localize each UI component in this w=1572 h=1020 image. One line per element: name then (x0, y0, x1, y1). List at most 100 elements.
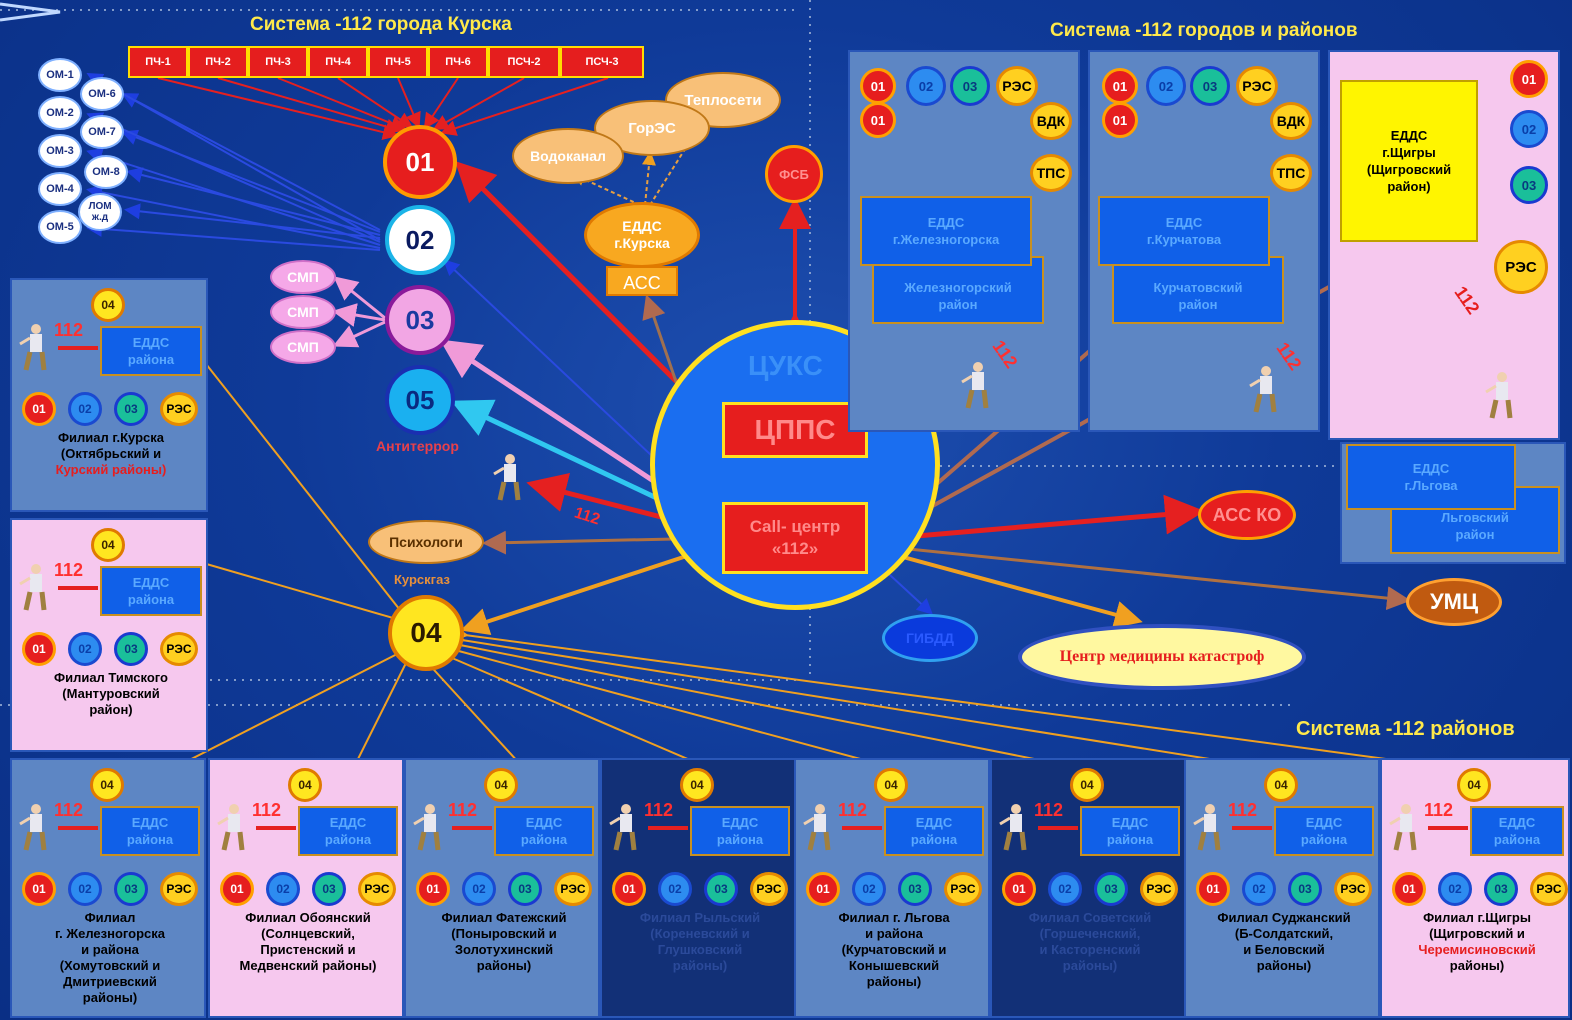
edds-zheleznogorsk-box[interactable]: ЕДДС г.Железногорска (860, 196, 1032, 266)
fire-station-box[interactable]: ПСЧ-2 (488, 46, 560, 78)
cpps-box[interactable]: ЦППС (722, 402, 868, 458)
medicine-center-node[interactable]: Центр медицины катастроф (1018, 624, 1306, 690)
om-node[interactable]: ОМ-2 (38, 96, 82, 130)
circle-01[interactable]: 01 (22, 632, 56, 666)
res-circle[interactable]: РЭС (996, 66, 1038, 106)
service-03-circle[interactable]: 03 (385, 285, 455, 355)
smp-ambulance-node[interactable]: СМП (270, 330, 336, 364)
res-circle[interactable]: РЭС (1494, 240, 1548, 294)
fire-station-box[interactable]: ПЧ-5 (368, 46, 428, 78)
om-node[interactable]: ОМ-7 (80, 115, 124, 149)
circle-03[interactable]: 03 (1484, 872, 1518, 906)
acc-box[interactable]: АСС (606, 266, 678, 296)
circle-02[interactable]: 02 (852, 872, 886, 906)
gibdd-node[interactable]: ГИБДД (882, 614, 978, 662)
om-node[interactable]: ОМ-5 (38, 210, 82, 244)
res-circle[interactable]: РЭС (160, 392, 198, 426)
om-node[interactable]: ОМ-4 (38, 172, 82, 206)
fire-station-box[interactable]: ПЧ-6 (428, 46, 488, 78)
smp-ambulance-node[interactable]: СМП (270, 295, 336, 329)
acc-ko-node[interactable]: АСС КО (1198, 490, 1296, 540)
circle-02[interactable]: 02 (1438, 872, 1472, 906)
om-node[interactable]: ОМ-6 (80, 77, 124, 111)
edds-lgov-box[interactable]: ЕДДС г.Льгова (1346, 444, 1516, 510)
circle-01[interactable]: 01 (1510, 60, 1548, 98)
circle-02[interactable]: 02 (266, 872, 300, 906)
om-node[interactable]: ОМ-3 (38, 134, 82, 168)
circle-03[interactable]: 03 (704, 872, 738, 906)
circle-04[interactable]: 04 (1457, 768, 1491, 802)
service-01-circle[interactable]: 01 (383, 125, 457, 199)
circle-03[interactable]: 03 (508, 872, 542, 906)
fire-station-box[interactable]: ПЧ-2 (188, 46, 248, 78)
circle-02[interactable]: 02 (1510, 110, 1548, 148)
om-node[interactable]: ЛОМ ж.д (78, 193, 122, 231)
service-05-circle[interactable]: 05 (385, 365, 455, 435)
vdk-circle[interactable]: ВДК (1270, 102, 1312, 140)
vdk-circle[interactable]: ВДК (1030, 102, 1072, 140)
om-node[interactable]: ОМ-1 (38, 58, 82, 92)
circle-02[interactable]: 02 (1242, 872, 1276, 906)
circle-01[interactable]: 01 (612, 872, 646, 906)
res-circle[interactable]: РЭС (160, 872, 198, 906)
circle-04[interactable]: 04 (91, 288, 125, 322)
circle-01[interactable]: 01 (22, 872, 56, 906)
edds-kurchatov-box[interactable]: ЕДДС г.Курчатова (1098, 196, 1270, 266)
circle-03[interactable]: 03 (114, 632, 148, 666)
circle-04[interactable]: 04 (680, 768, 714, 802)
circle-03[interactable]: 03 (898, 872, 932, 906)
psychologists-node[interactable]: Психологи (368, 520, 484, 564)
circle-04[interactable]: 04 (484, 768, 518, 802)
fsb-node[interactable]: ФСБ (765, 145, 823, 203)
circle-01[interactable]: 01 (860, 102, 896, 138)
call-center-box[interactable]: Call- центр «112» (722, 502, 868, 574)
circle-02[interactable]: 02 (462, 872, 496, 906)
edds-shigry-box[interactable]: ЕДДС г.Щигры (Щигровский район) (1340, 80, 1478, 242)
circle-04[interactable]: 04 (1070, 768, 1104, 802)
circle-01[interactable]: 01 (806, 872, 840, 906)
circle-03[interactable]: 03 (114, 872, 148, 906)
circle-03[interactable]: 03 (1510, 166, 1548, 204)
circle-04[interactable]: 04 (91, 528, 125, 562)
zhel-subdistrict-box[interactable]: Железногорский район (872, 256, 1044, 324)
circle-04[interactable]: 04 (90, 768, 124, 802)
circle-02[interactable]: 02 (68, 872, 102, 906)
circle-03[interactable]: 03 (1288, 872, 1322, 906)
circle-03[interactable]: 03 (950, 66, 990, 106)
tps-circle[interactable]: ТПС (1270, 154, 1312, 192)
service-04-hub[interactable]: 04 (388, 595, 464, 671)
fire-station-box[interactable]: ПЧ-3 (248, 46, 308, 78)
circle-01[interactable]: 01 (1002, 872, 1036, 906)
res-circle[interactable]: РЭС (160, 632, 198, 666)
umc-node[interactable]: УМЦ (1406, 578, 1502, 626)
vodokanal-node[interactable]: Водоканал (512, 128, 624, 184)
circle-01[interactable]: 01 (860, 68, 896, 104)
res-circle[interactable]: РЭС (1334, 872, 1372, 906)
circle-01[interactable]: 01 (416, 872, 450, 906)
service-02-circle[interactable]: 02 (385, 205, 455, 275)
circle-01[interactable]: 01 (1196, 872, 1230, 906)
fire-station-box[interactable]: ПЧ-1 (128, 46, 188, 78)
om-node[interactable]: ОМ-8 (84, 155, 128, 189)
res-circle[interactable]: РЭС (1530, 872, 1568, 906)
circle-02[interactable]: 02 (1048, 872, 1082, 906)
circle-04[interactable]: 04 (874, 768, 908, 802)
circle-01[interactable]: 01 (1102, 102, 1138, 138)
circle-02[interactable]: 02 (1146, 66, 1186, 106)
circle-02[interactable]: 02 (658, 872, 692, 906)
circle-03[interactable]: 03 (1190, 66, 1230, 106)
tps-circle[interactable]: ТПС (1030, 154, 1072, 192)
res-circle[interactable]: РЭС (1236, 66, 1278, 106)
fire-station-box[interactable]: ПСЧ-3 (560, 46, 644, 78)
kurch-subdistrict-box[interactable]: Курчатовский район (1112, 256, 1284, 324)
circle-02[interactable]: 02 (906, 66, 946, 106)
